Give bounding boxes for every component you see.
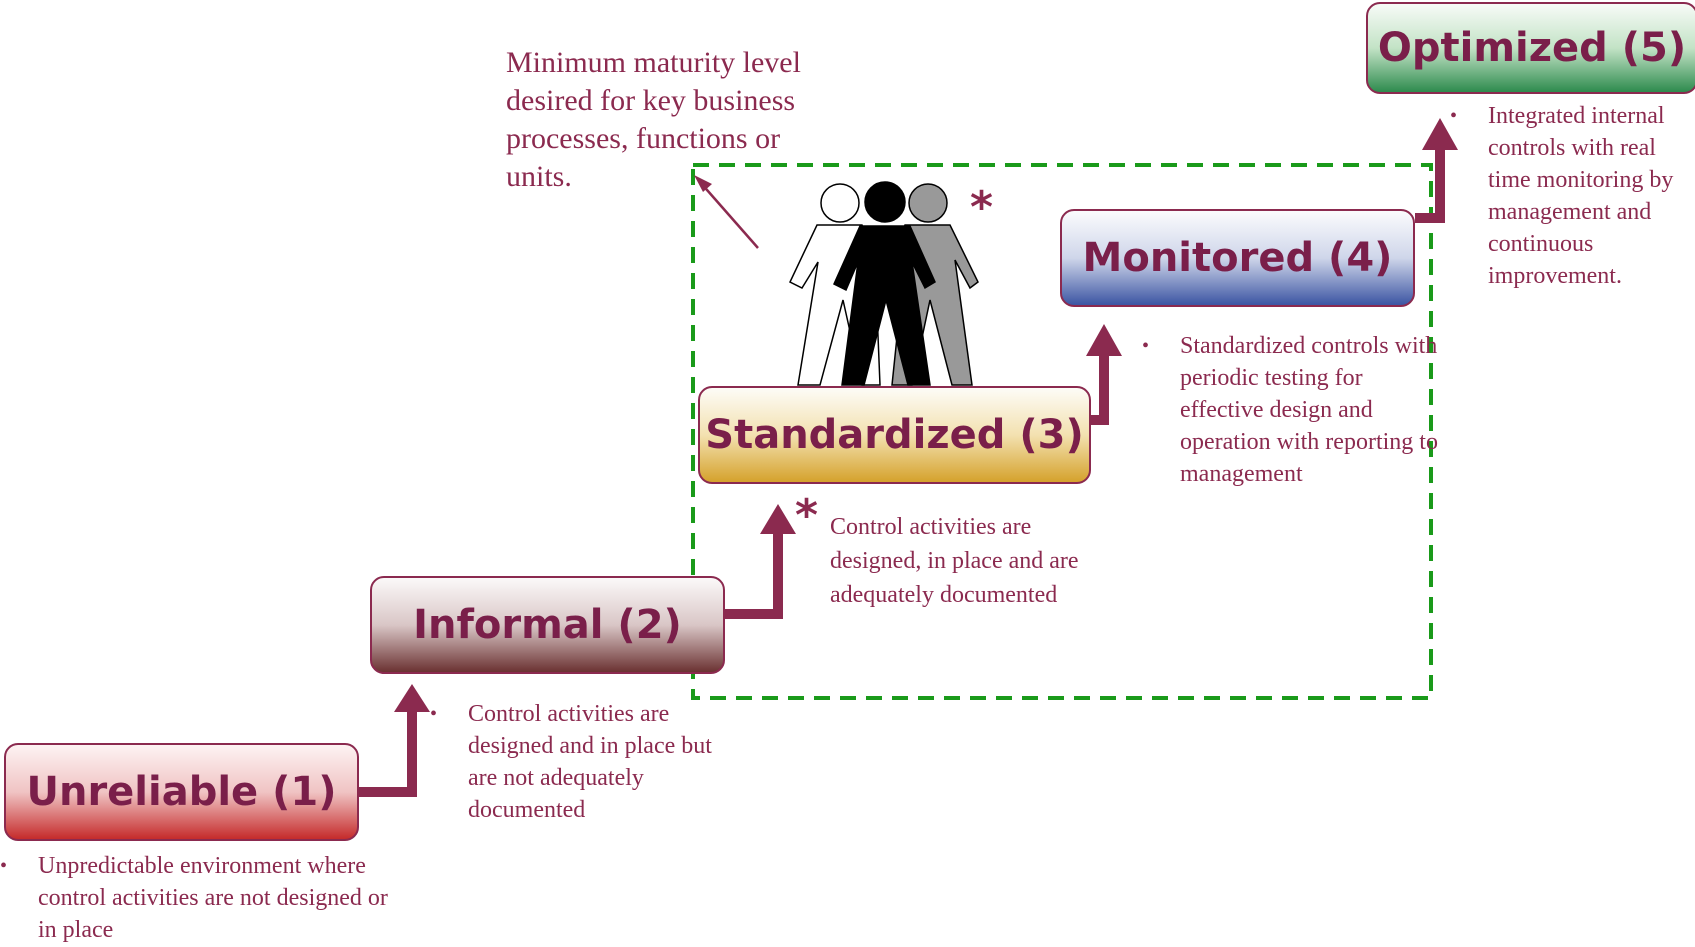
asterisk-marker: * bbox=[795, 490, 819, 541]
step-arrow-4-5 bbox=[1415, 118, 1458, 223]
stage-2-description: Control activities are designed and in p… bbox=[430, 698, 720, 826]
step-arrow-1-2 bbox=[359, 684, 430, 797]
callout-text: Minimum maturity level desired for key b… bbox=[506, 46, 801, 193]
stage-1-description-text: Unpredictable environment where control … bbox=[0, 850, 390, 946]
stage-4-description: Standardized controls with periodic test… bbox=[1142, 330, 1442, 490]
stage-2-description-text: Control activities are designed and in p… bbox=[430, 698, 720, 826]
stage-3-description: Control activities are designed, in plac… bbox=[830, 510, 1100, 612]
asterisk-marker: * bbox=[970, 182, 994, 233]
stage-informal: Informal (2) bbox=[370, 576, 725, 674]
minimum-level-frame bbox=[691, 163, 1433, 700]
stage-4-description-text: Standardized controls with periodic test… bbox=[1142, 330, 1442, 490]
step-arrow-2-3 bbox=[725, 504, 796, 619]
stage-unreliable: Unreliable (1) bbox=[4, 743, 359, 841]
stage-5-description: Integrated internal controls with real t… bbox=[1450, 100, 1690, 292]
stage-standardized: Standardized (3) bbox=[698, 386, 1091, 484]
stage-3-description-text: Control activities are designed, in plac… bbox=[830, 514, 1079, 608]
stage-monitored: Monitored (4) bbox=[1060, 209, 1415, 307]
people-group-icon bbox=[789, 181, 979, 386]
stage-1-description: Unpredictable environment where control … bbox=[0, 850, 390, 946]
stage-5-description-text: Integrated internal controls with real t… bbox=[1450, 100, 1690, 292]
callout-pointer bbox=[699, 181, 759, 249]
callout-pointer-head bbox=[694, 175, 712, 192]
stage-optimized: Optimized (5) bbox=[1366, 2, 1695, 94]
step-arrow-3-4 bbox=[1086, 324, 1122, 425]
